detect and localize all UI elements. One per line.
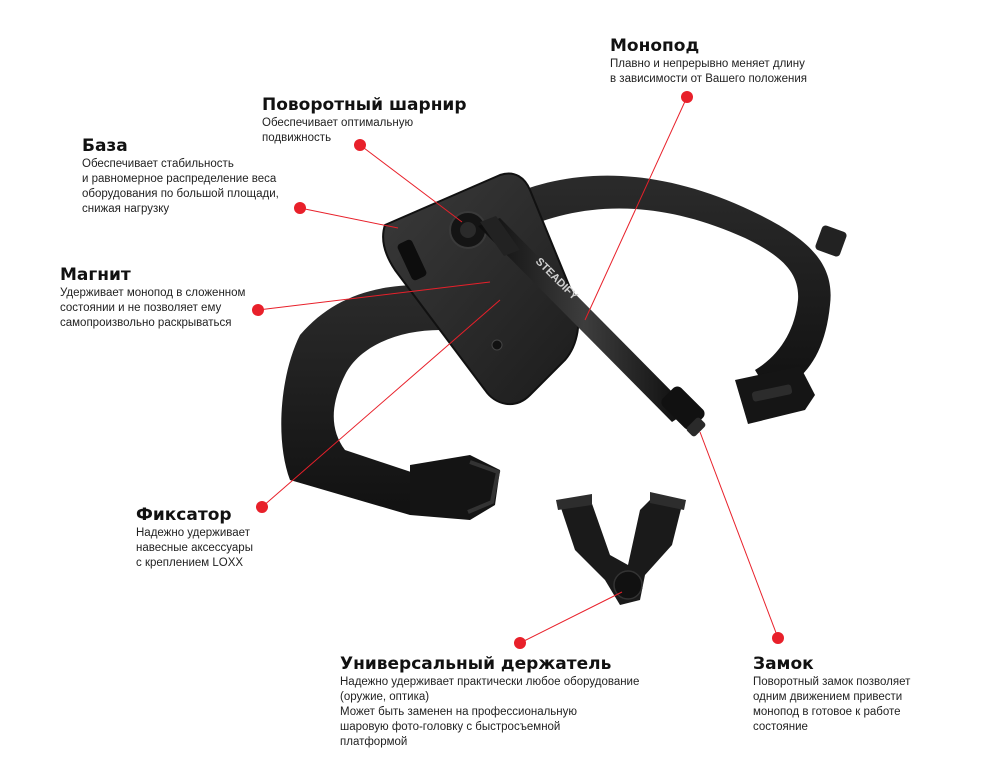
- rotary-lock: [661, 386, 706, 437]
- callout-swivel-joint: Поворотный шарнир Обеспечивает оптимальн…: [262, 95, 492, 146]
- marker-monopod: [681, 91, 693, 103]
- marker-lock: [256, 501, 268, 513]
- leader-joint: [359, 144, 463, 223]
- marker-magnet: [252, 304, 264, 316]
- callout-description: Обеспечивает стабильность и равномерное …: [82, 158, 279, 215]
- marker-joint: [354, 139, 366, 151]
- plate-slot: [397, 239, 427, 281]
- plate-rivet: [491, 339, 503, 351]
- callout-title: Универсальный держатель: [340, 654, 612, 674]
- callout-description: Удерживает монопод в сложенном состоянии…: [60, 287, 246, 329]
- marker-holder: [514, 637, 526, 649]
- belt-strap-left: [281, 285, 440, 515]
- callout-clamp: Замок Поворотный замок позволяет одним д…: [753, 654, 973, 735]
- universal-holder: [556, 492, 686, 605]
- callout-description: Надежно удерживает навесные аксессуары с…: [136, 527, 253, 569]
- marker-clamp: [772, 632, 784, 644]
- callout-description: Поворотный замок позволяет одним движени…: [753, 676, 911, 733]
- callout-title: Фиксатор: [136, 505, 232, 525]
- leader-monopod: [584, 96, 688, 321]
- callout-title: Поворотный шарнир: [262, 95, 467, 115]
- leader-lock: [261, 299, 501, 508]
- callout-title: Замок: [753, 654, 814, 674]
- leader-magnet: [257, 281, 491, 311]
- callout-universal-holder: Универсальный держатель Надежно удержива…: [340, 654, 700, 750]
- callout-description: Плавно и непрерывно меняет длину в завис…: [610, 58, 808, 85]
- callout-magnet: Магнит Удерживает монопод в сложенном со…: [60, 265, 300, 331]
- base-plate: [382, 172, 580, 405]
- leader-holder: [519, 591, 623, 644]
- callout-title: Магнит: [60, 265, 131, 285]
- callout-description: Надежно удерживает практически любое обо…: [340, 676, 640, 748]
- leader-clamp: [699, 431, 779, 639]
- callout-description: Обеспечивает оптимальную подвижность: [262, 117, 414, 144]
- leader-base: [299, 207, 399, 229]
- belt-strap-right: [500, 175, 831, 395]
- callout-title: База: [82, 136, 128, 156]
- callout-base: База Обеспечивает стабильность и равноме…: [82, 136, 322, 217]
- callout-monopod: Монопод Плавно и непрерывно меняет длину…: [610, 36, 850, 87]
- callout-title: Монопод: [610, 36, 700, 56]
- callout-lock: Фиксатор Надежно удерживает навесные акс…: [136, 505, 336, 571]
- buckle-male: [410, 455, 500, 520]
- strap-keeper: [815, 225, 847, 257]
- marker-base: [294, 202, 306, 214]
